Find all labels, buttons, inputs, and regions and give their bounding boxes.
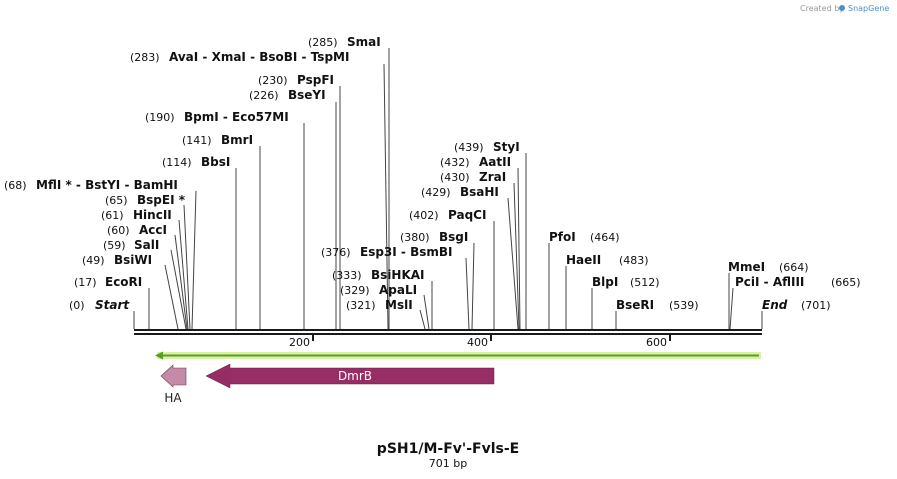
site-bsiwi-position: (49) bbox=[82, 254, 105, 267]
site-pcii-label: PciI - AflIII bbox=[735, 275, 804, 289]
site-bmri-position: (141) bbox=[182, 134, 212, 147]
site-smai-label: SmaI bbox=[347, 35, 381, 49]
site-start-label: Start bbox=[95, 298, 130, 312]
site-bsgi-position: (380) bbox=[400, 231, 430, 244]
backbone-top-strand bbox=[134, 329, 762, 331]
credit-brand: SnapGene bbox=[848, 4, 889, 13]
site-haeii-position: (483) bbox=[619, 254, 649, 267]
site-start-position: (0) bbox=[69, 299, 85, 312]
site-apali-position: (329) bbox=[340, 284, 370, 297]
site-styi-position: (439) bbox=[454, 141, 484, 154]
site-sali-position: (59) bbox=[103, 239, 126, 252]
site-bpmi-position: (190) bbox=[145, 111, 175, 124]
site-hincii-position: (61) bbox=[101, 209, 124, 222]
site-acci-label: AccI bbox=[139, 223, 167, 237]
site-paqci-position: (402) bbox=[409, 209, 439, 222]
site-sali-label: SalI bbox=[134, 238, 159, 252]
site-end-label: End bbox=[762, 298, 788, 312]
orf-arrowhead-icon bbox=[155, 351, 163, 360]
site-labels: (0) Start (17) EcoRI (49) BsiWI (59) Sal… bbox=[4, 35, 861, 312]
site-bmri-label: BmrI bbox=[221, 133, 253, 147]
site-avai-label: AvaI - XmaI - BsoBI - TspMI bbox=[169, 50, 349, 64]
snapgene-logo-icon bbox=[839, 5, 845, 11]
site-bbsi-position: (114) bbox=[162, 156, 192, 169]
backbone-bottom-strand bbox=[134, 333, 762, 335]
site-esp3i-label: Esp3I - BsmBI bbox=[360, 245, 452, 259]
site-bseyi-position: (226) bbox=[249, 89, 279, 102]
site-acci-position: (60) bbox=[107, 224, 130, 237]
site-pfoi-position: (464) bbox=[590, 231, 620, 244]
feature-ha-arrow bbox=[160, 364, 187, 388]
site-ecori-label: EcoRI bbox=[105, 275, 142, 289]
site-smai-position: (285) bbox=[308, 36, 338, 49]
site-bspei-label: BspEI * bbox=[137, 193, 186, 207]
map-title: pSH1/M-Fv'-Fvls-E bbox=[377, 441, 519, 457]
site-bsahi-label: BsaHI bbox=[460, 185, 499, 199]
site-blpi-position: (512) bbox=[630, 276, 660, 289]
site-end-position: (701) bbox=[801, 299, 831, 312]
site-bsihkai-position: (333) bbox=[332, 269, 362, 282]
site-bsgi-label: BsgI bbox=[439, 230, 468, 244]
site-bsahi-position: (429) bbox=[421, 186, 451, 199]
site-lines bbox=[133, 48, 763, 330]
site-msli-position: (321) bbox=[346, 299, 376, 312]
credit-prefix: Created by bbox=[800, 4, 844, 13]
site-mmei-label: MmeI bbox=[728, 260, 765, 274]
site-pcii-position: (665) bbox=[831, 276, 861, 289]
site-bspei-position: (65) bbox=[105, 194, 128, 207]
site-bpmi-label: BpmI - Eco57MI bbox=[184, 110, 289, 124]
site-bbsi-label: BbsI bbox=[201, 155, 230, 169]
site-paqci-label: PaqCI bbox=[448, 208, 486, 222]
tick-200-label: 200 bbox=[289, 336, 310, 349]
site-zrai-label: ZraI bbox=[479, 170, 506, 184]
site-mmei-position: (664) bbox=[779, 261, 809, 274]
site-bseyi-label: BseYI bbox=[288, 88, 326, 102]
site-pspfi-label: PspFI bbox=[297, 73, 334, 87]
site-ecori-position: (17) bbox=[74, 276, 97, 289]
site-esp3i-position: (376) bbox=[321, 246, 351, 259]
site-pspfi-position: (230) bbox=[258, 74, 288, 87]
site-aatii-position: (432) bbox=[440, 156, 470, 169]
site-blpi-label: BlpI bbox=[592, 275, 618, 289]
scale-ticks: 200 400 600 bbox=[289, 335, 671, 349]
site-zrai-position: (430) bbox=[440, 171, 470, 184]
site-bsiwi-label: BsiWI bbox=[114, 253, 152, 267]
map-subtitle: 701 bp bbox=[429, 457, 467, 470]
site-bseri-position: (539) bbox=[669, 299, 699, 312]
site-pfoi-label: PfoI bbox=[549, 230, 576, 244]
tick-600-label: 600 bbox=[646, 336, 667, 349]
site-styi-label: StyI bbox=[493, 140, 520, 154]
site-bseri-label: BseRI bbox=[616, 298, 654, 312]
site-mfli-label: MflI * - BstYI - BamHI bbox=[36, 178, 178, 192]
site-avai-position: (283) bbox=[130, 51, 160, 64]
site-hincii-label: HincII bbox=[133, 208, 172, 222]
site-bsihkai-label: BsiHKAI bbox=[371, 268, 425, 282]
site-mfli-position: (68) bbox=[4, 179, 27, 192]
tick-400-label: 400 bbox=[467, 336, 488, 349]
site-apali-label: ApaLI bbox=[379, 283, 417, 297]
site-aatii-label: AatII bbox=[479, 155, 511, 169]
feature-dmrb-label: DmrB bbox=[338, 369, 372, 383]
site-msli-label: MslI bbox=[385, 298, 413, 312]
site-haeii-label: HaeII bbox=[566, 253, 601, 267]
feature-dmrb-arrow bbox=[205, 363, 495, 389]
feature-ha-label: HA bbox=[164, 391, 182, 405]
